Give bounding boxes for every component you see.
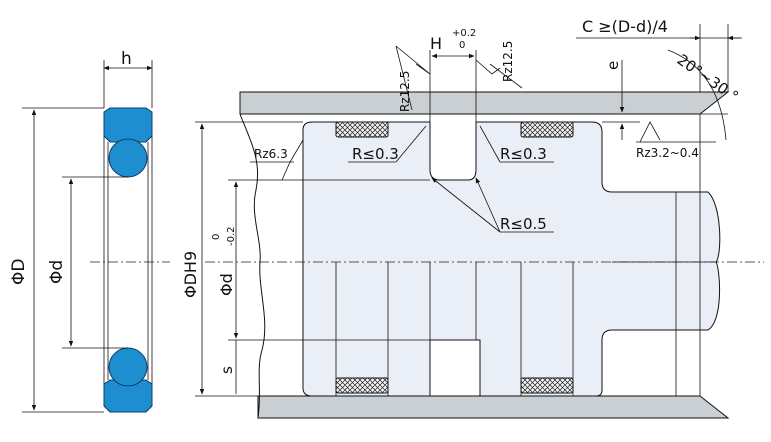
groove-width-tol-lower: 0 (459, 40, 465, 51)
groove-diameter-tol-lower: -0.2 (226, 226, 237, 246)
seal-top-oring (108, 138, 148, 178)
bore-diameter-label: ΦDH9 (181, 251, 200, 298)
section-height-label: s (218, 366, 236, 374)
radius-bottom-label: R≤0.5 (500, 215, 547, 233)
seal-width-label: h (121, 49, 132, 69)
groove-width-tol-upper: +0.2 (452, 28, 476, 39)
seal-top-blue-profile (103, 107, 153, 143)
seal-bottom-oring (108, 347, 148, 387)
outer-diameter-label: ΦD (9, 259, 29, 285)
piston-body (302, 121, 721, 397)
bottom-left-seal (335, 377, 389, 394)
roughness-bore-label: Rz3.2~0.4 (636, 146, 699, 160)
radius-top-left-label: R≤0.3 (352, 145, 399, 163)
installation-assembly: ΦDH9 Φd 0 -0.2 s H +0.2 0 Rz12.5 Rz12.5 … (181, 17, 764, 419)
top-left-seal (335, 121, 389, 138)
seal-ring-section: h ΦD Φd (9, 49, 170, 413)
cylinder-wall-top (239, 91, 730, 115)
roughness-groove-bottom: Rz6.3 (254, 147, 288, 161)
chamfer-length-label: C ≥(D-d)/4 (582, 17, 668, 36)
bottom-right-seal (520, 377, 574, 394)
top-right-seal (520, 121, 574, 138)
roughness-groove-left: Rz12.5 (398, 71, 412, 112)
cylinder-wall-bottom (257, 395, 730, 419)
roughness-groove-right: Rz12.5 (501, 41, 515, 82)
chamfer-offset-label: e (604, 61, 622, 70)
groove-diameter-label: Φd (217, 273, 236, 296)
inner-diameter-label: Φd (47, 260, 67, 284)
groove-diameter-tol-upper: 0 (211, 234, 222, 240)
groove-width-label: H (430, 34, 442, 53)
radius-top-right-label: R≤0.3 (500, 145, 547, 163)
